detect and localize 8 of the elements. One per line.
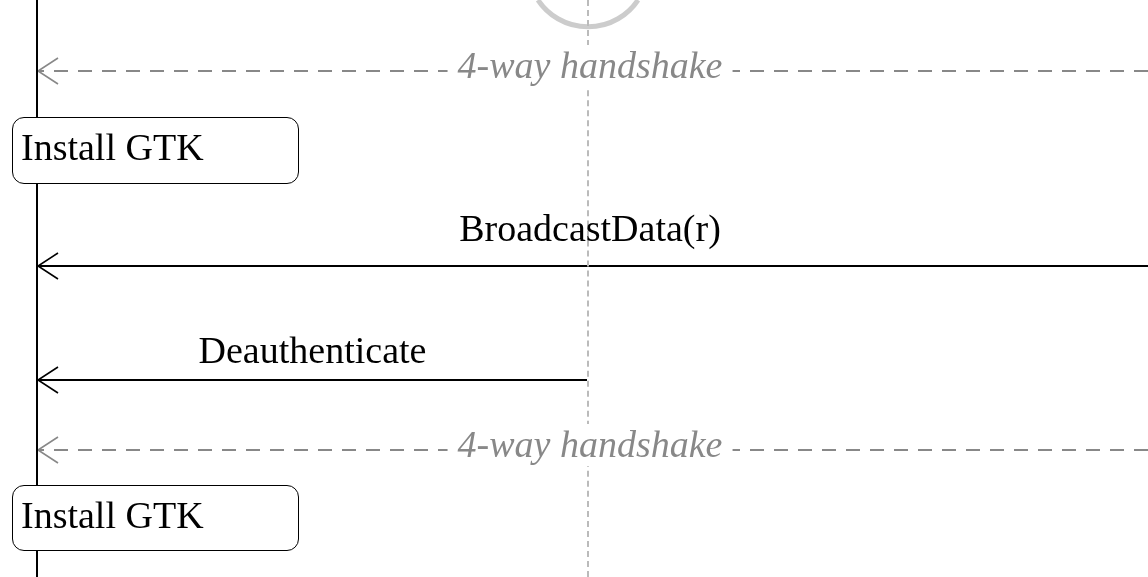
edge-label: 4-way handshake xyxy=(447,45,733,87)
edge-label: Deauthenticate xyxy=(197,330,428,372)
process-box: Install GTK xyxy=(12,117,299,184)
edge-label: BroadcastData(r) xyxy=(458,208,722,250)
process-box: Install GTK xyxy=(12,485,299,551)
arrow xyxy=(37,252,1148,280)
edge-label: 4-way handshake xyxy=(447,424,733,466)
arrow xyxy=(37,366,588,394)
